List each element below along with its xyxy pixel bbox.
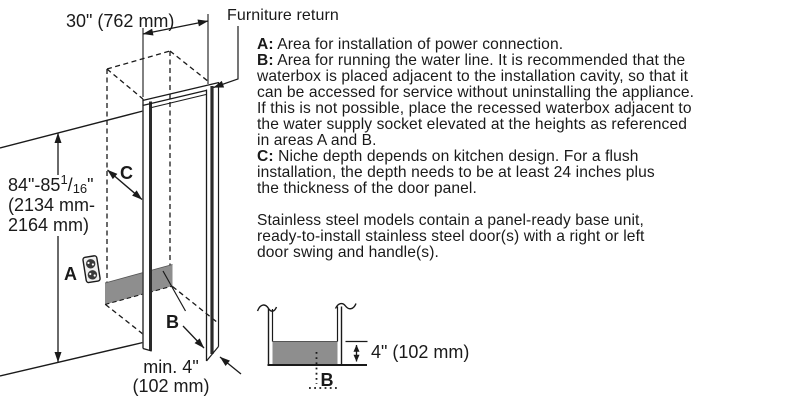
note-c-prefix: C: <box>257 148 274 165</box>
area-b-label: B <box>166 312 179 332</box>
width-dimension-text: 30" (762 mm) <box>66 11 174 31</box>
note-b-prefix: B: <box>257 52 274 69</box>
stainless-steel-note: Stainless steel models contain a panel-r… <box>257 213 800 261</box>
note-a-text: Area for installation of power connectio… <box>273 36 564 53</box>
height-dimension-mm-line1: (2134 mm- <box>8 195 95 215</box>
height-dimension: 84"-851/16" (2134 mm- 2164 mm) <box>8 132 95 363</box>
area-b-leader: B <box>162 270 187 332</box>
furniture-return-leader <box>213 26 239 89</box>
installation-notes: A: Area for installation of power connec… <box>257 37 800 261</box>
min-depth-text-line2: (102 mm) <box>132 376 209 396</box>
waterbox-height-text: 4" (102 mm) <box>371 342 469 362</box>
break-line-left <box>256 304 278 312</box>
note-b: B: Area for running the water line. It i… <box>257 53 800 149</box>
area-c-label: C <box>120 163 133 183</box>
height-dimension-mm-line2: 2164 mm) <box>8 215 89 235</box>
height-dimension-text: 84"-851/16" <box>8 172 94 196</box>
furniture-return-label: Furniture return <box>227 7 339 24</box>
note-a: A: Area for installation of power connec… <box>257 37 800 53</box>
width-dimension: 30" (762 mm) <box>66 11 209 97</box>
note-a-prefix: A: <box>257 36 274 53</box>
cavity-hidden-edges <box>105 50 218 336</box>
power-connection-area: A <box>64 255 101 284</box>
note-b-text: Area for running the water line. It is r… <box>257 52 695 149</box>
area-a-label: A <box>64 264 77 284</box>
stainless-steel-note-text: Stainless steel models contain a panel-r… <box>257 212 645 261</box>
niche-depth-arrow: C <box>107 163 143 201</box>
waterbox-detail-drawing: 4" (102 mm) B <box>256 302 469 390</box>
min-depth-dimension: min. 4" (102 mm) <box>132 325 242 396</box>
power-outlet-icon <box>82 255 101 284</box>
furniture-frame <box>142 81 220 362</box>
note-c: C: Niche depth depends on kitchen design… <box>257 149 800 197</box>
break-line-right <box>334 302 357 310</box>
min-depth-text-line1: min. 4" <box>143 357 198 377</box>
waterbox-shaded-area <box>272 341 338 364</box>
waterbox-b-label: B <box>321 370 334 390</box>
area-b-shaded-band <box>104 264 173 306</box>
wall-edge-lines <box>0 110 144 377</box>
note-c-text: Niche depth depends on kitchen design. F… <box>257 148 655 197</box>
